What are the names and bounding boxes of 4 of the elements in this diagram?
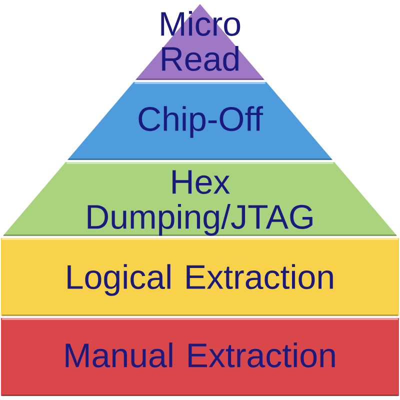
pyramid-layer: Manual Extraction <box>1 318 399 396</box>
pyramid-layer: Hex Dumping/JTAG <box>2 162 398 236</box>
pyramid-layer: Chip-Off <box>67 82 333 160</box>
pyramid-layer: Logical Extraction <box>1 238 399 316</box>
